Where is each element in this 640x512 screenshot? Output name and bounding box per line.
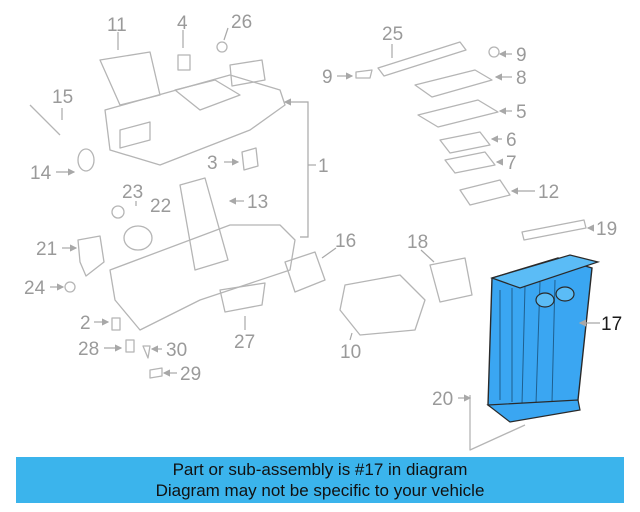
callout-4: 4 (177, 13, 188, 34)
duct-assembly-lower (64, 177, 326, 379)
callout-13: 13 (247, 192, 268, 213)
callout-21: 21 (36, 239, 57, 260)
heater-core-17 (486, 254, 601, 423)
duct-assembly-upper (99, 51, 286, 166)
callout-30: 30 (166, 340, 187, 361)
callout-3: 3 (207, 153, 218, 174)
callout-8: 8 (516, 68, 527, 89)
callout-12: 12 (538, 182, 559, 203)
callout-6: 6 (506, 130, 517, 151)
callout-14: 14 (30, 163, 52, 184)
callout-20: 20 (432, 389, 453, 410)
parts-diagram: 11 4 26 25 9 9 8 15 5 6 7 14 3 1 12 23 2… (24, 12, 622, 451)
callout-9-left: 9 (322, 67, 333, 88)
callout-numbers: 11 4 26 25 9 9 8 15 5 6 7 14 3 1 12 23 2… (24, 12, 622, 410)
callout-15: 15 (52, 87, 73, 108)
callout-22: 22 (150, 196, 171, 217)
callout-25: 25 (382, 24, 403, 45)
callout-5: 5 (516, 102, 527, 123)
callout-29: 29 (180, 364, 201, 385)
callout-28: 28 (78, 339, 99, 360)
callout-2: 2 (80, 313, 91, 334)
callout-16: 16 (335, 231, 356, 252)
leader-lines (50, 27, 600, 402)
banner-line-2: Diagram may not be specific to your vehi… (155, 481, 485, 500)
small-parts-top (29, 41, 259, 172)
callout-11: 11 (107, 15, 127, 36)
info-banner: Part or sub-assembly is #17 in diagram D… (16, 457, 624, 503)
callout-9-right: 9 (516, 45, 527, 66)
callout-23: 23 (122, 182, 143, 203)
banner-line-1: Part or sub-assembly is #17 in diagram (172, 460, 468, 479)
right-parts (339, 41, 587, 451)
callout-18: 18 (407, 232, 428, 253)
callout-27: 27 (234, 332, 255, 353)
callout-24: 24 (24, 278, 46, 299)
callout-7: 7 (506, 153, 517, 174)
callout-1: 1 (318, 156, 329, 177)
callout-17: 17 (601, 314, 622, 335)
callout-19: 19 (596, 219, 617, 240)
callout-10: 10 (340, 342, 361, 363)
callout-26: 26 (231, 12, 252, 33)
